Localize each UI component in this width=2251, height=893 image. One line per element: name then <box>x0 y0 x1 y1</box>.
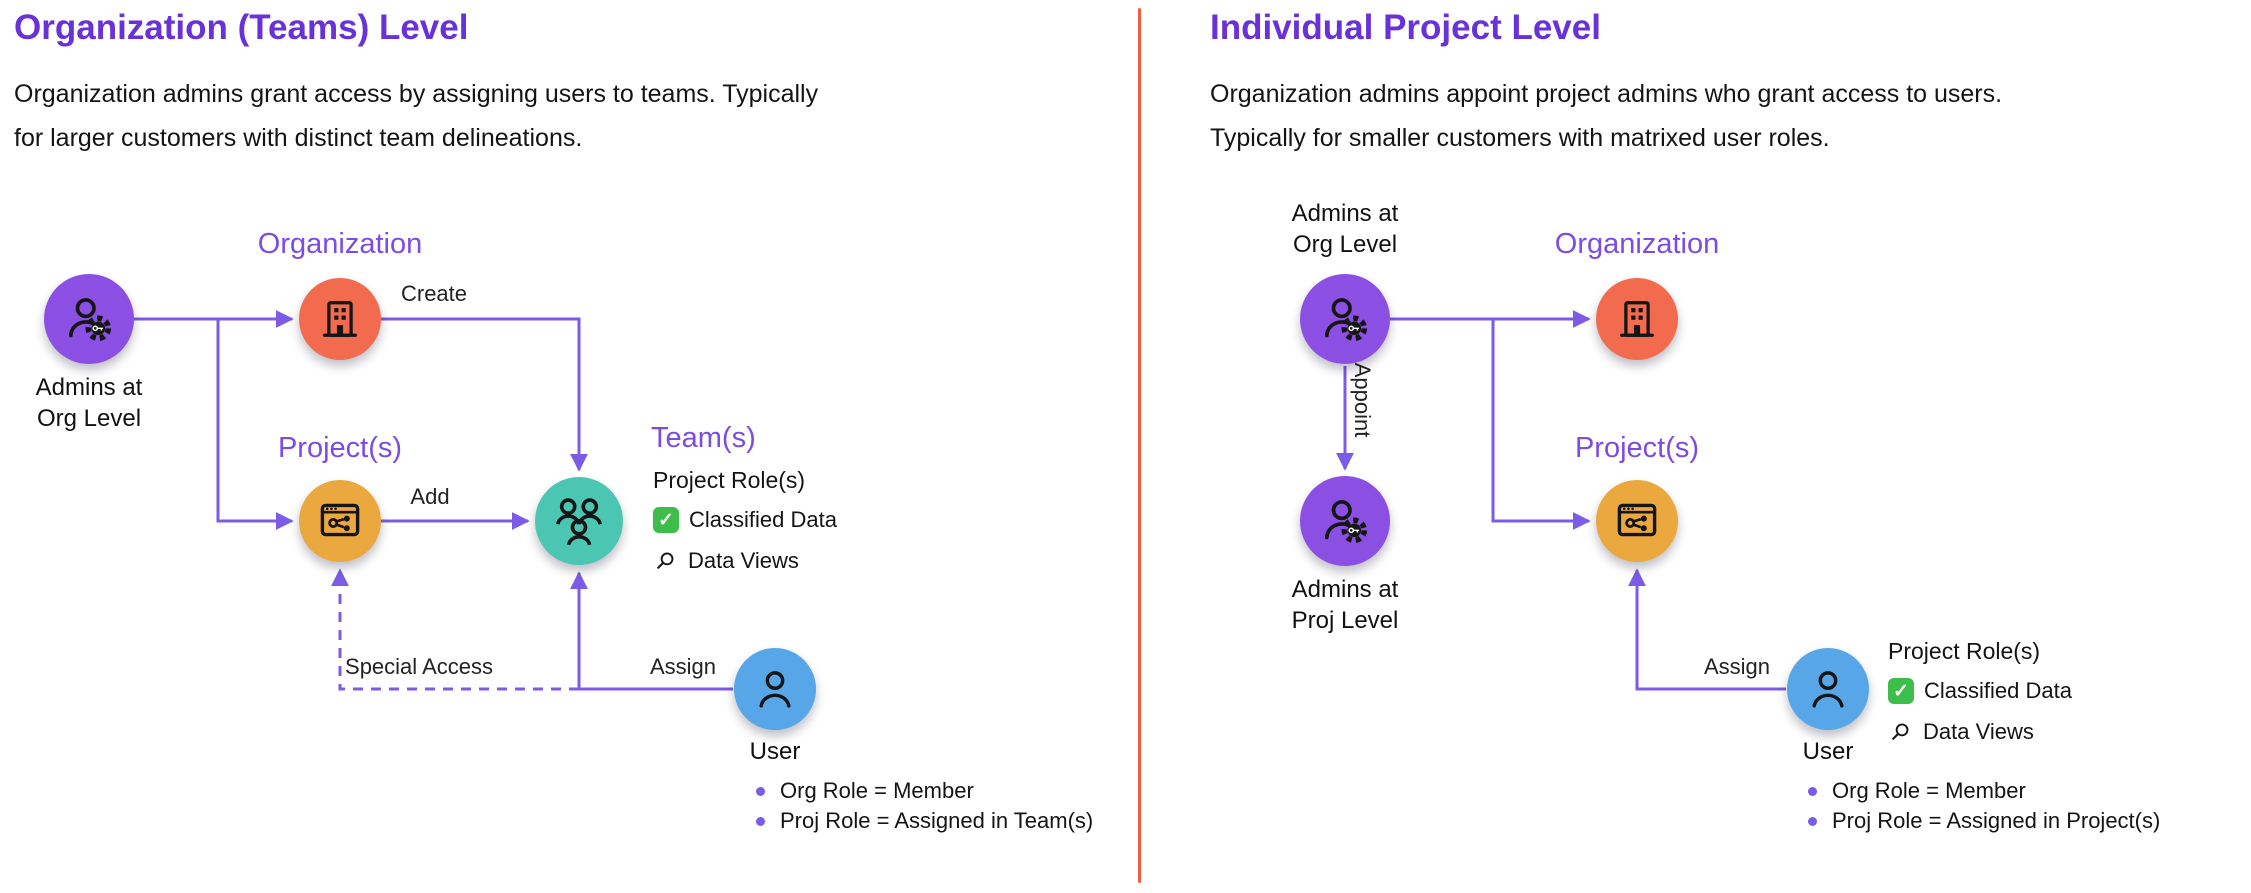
node-admins-org-level-right <box>1300 274 1390 364</box>
label-organization-right: Organization <box>1554 228 1720 260</box>
edge-label-appoint: Appoint <box>1350 362 1375 438</box>
node-projects-right <box>1596 480 1678 562</box>
bullet-icon <box>756 786 765 796</box>
project-board-icon <box>320 503 360 537</box>
role-classified-data: ✓ Classified Data <box>653 505 837 535</box>
user-note-org-role: Org Role = Member <box>756 778 974 804</box>
role-data-views: Data Views <box>653 546 837 576</box>
panel-divider <box>1138 8 1141 883</box>
admin-user-gear-icon <box>68 298 112 342</box>
label-admins-org-level: Admins at Org Level <box>35 374 143 432</box>
node-projects <box>299 480 381 562</box>
left-panel-description: Organization admins grant access by assi… <box>14 80 819 152</box>
role-classified-data: ✓ Classified Data <box>1888 676 2072 706</box>
left-panel-title: Organization (Teams) Level <box>14 8 469 47</box>
project-board-icon <box>1617 503 1657 537</box>
role-label: Data Views <box>1923 719 2034 744</box>
admin-user-gear-icon <box>1324 298 1368 342</box>
checkbox-checked-icon: ✓ <box>1888 678 1914 704</box>
project-roles-title: Project Role(s) <box>653 467 806 493</box>
bullet-icon <box>756 816 765 826</box>
magnifier-icon <box>1892 723 1909 740</box>
edge-label-add: Add <box>410 484 450 509</box>
user-note-proj-role: Proj Role = Assigned in Team(s) <box>756 808 1093 834</box>
right-panel-description: Organization admins appoint project admi… <box>1210 80 2003 152</box>
role-label: Data Views <box>688 548 799 573</box>
edge-label-create: Create <box>400 281 468 306</box>
edge-label-special-access: Special Access <box>345 654 493 679</box>
node-user-right <box>1787 648 1869 730</box>
label-user: User <box>749 738 801 765</box>
project-roles-title: Project Role(s) <box>1888 638 2041 664</box>
role-label: Classified Data <box>1924 678 2072 703</box>
label-organization: Organization <box>257 228 423 260</box>
user-note-proj-role-right: Proj Role = Assigned in Project(s) <box>1808 808 2160 834</box>
label-teams: Team(s) <box>651 422 756 454</box>
note-text: Org Role = Member <box>1832 778 2026 803</box>
note-text: Proj Role = Assigned in Project(s) <box>1832 808 2161 833</box>
note-text: Org Role = Member <box>780 778 974 803</box>
role-label: Classified Data <box>689 507 837 532</box>
team-roles-panel: Project Role(s) ✓ Classified Data Data V… <box>653 466 837 576</box>
edge-label-assign: Assign <box>649 654 717 679</box>
right-panel-title: Individual Project Level <box>1210 8 1601 47</box>
node-organization-right <box>1596 278 1678 360</box>
user-icon <box>759 671 791 708</box>
magnifier-icon <box>657 552 674 569</box>
node-user <box>734 648 816 730</box>
building-icon <box>323 301 357 337</box>
admin-user-gear-icon <box>1324 500 1368 544</box>
building-icon <box>1620 301 1654 337</box>
edge-label-assign-right: Assign <box>1703 654 1771 679</box>
bullet-icon <box>1808 816 1817 826</box>
node-admins-org-level <box>44 274 134 364</box>
role-data-views: Data Views <box>1888 717 2072 747</box>
checkbox-checked-icon: ✓ <box>653 507 679 533</box>
node-organization <box>299 278 381 360</box>
label-user-right: User <box>1802 738 1854 765</box>
user-roles-panel: Project Role(s) ✓ Classified Data Data V… <box>1888 637 2072 747</box>
team-people-icon <box>556 498 602 546</box>
label-projects: Project(s) <box>277 432 403 464</box>
label-admins-proj-level: Admins at Proj Level <box>1291 576 1399 634</box>
node-admins-proj-level <box>1300 476 1390 566</box>
bullet-icon <box>1808 786 1817 796</box>
label-projects-right: Project(s) <box>1574 432 1700 464</box>
node-teams <box>535 477 623 565</box>
user-note-org-role-right: Org Role = Member <box>1808 778 2026 804</box>
label-admins-org-level-right: Admins at Org Level <box>1291 200 1399 258</box>
note-text: Proj Role = Assigned in Team(s) <box>780 808 1094 833</box>
user-icon <box>1812 671 1844 708</box>
